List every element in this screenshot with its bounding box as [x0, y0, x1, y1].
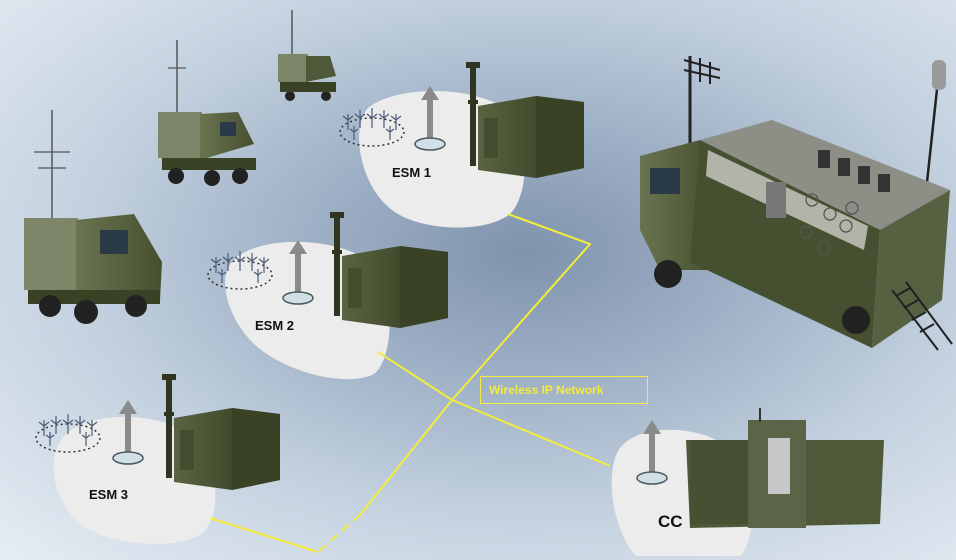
esm-3-label: ESM 3 [89, 487, 128, 502]
command-vehicle-cutaway [640, 56, 952, 350]
cc-label: CC [658, 512, 683, 532]
wireless-network-label: Wireless IP Network [480, 376, 648, 404]
truck-icon [278, 10, 336, 101]
esm-1-label: ESM 1 [392, 165, 431, 180]
truck-icon [24, 110, 162, 324]
esm-2-label: ESM 2 [255, 318, 294, 333]
truck-icon [158, 40, 256, 186]
